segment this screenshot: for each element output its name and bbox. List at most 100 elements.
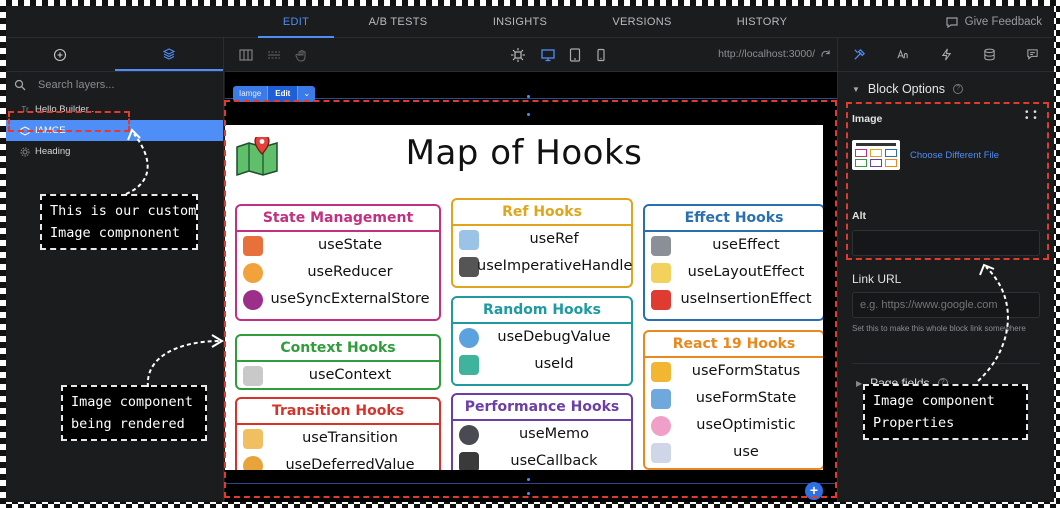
drag-handle-icon[interactable]: • •• • xyxy=(1025,107,1038,124)
hook-box-title: Ref Hooks xyxy=(453,200,631,226)
books-icon xyxy=(651,263,671,283)
layer-label: Hello Builder ... xyxy=(35,104,100,115)
magnifier-icon xyxy=(459,328,479,348)
resize-handle[interactable] xyxy=(527,478,530,481)
annotation-highlight-properties xyxy=(846,102,1049,260)
hook-box-state: State Management useState useReducer use… xyxy=(235,204,441,321)
plus-circle-icon xyxy=(54,48,67,61)
tab-edit[interactable]: EDIT xyxy=(258,6,334,38)
hook-item: useRef xyxy=(453,226,631,253)
tab-insights[interactable]: INSIGHTS xyxy=(492,16,548,28)
satellite-icon xyxy=(651,236,671,256)
layer-item-heading[interactable]: Heading xyxy=(6,141,223,162)
hook-item: useId xyxy=(453,351,631,378)
caret-down-icon: ▼ xyxy=(852,84,860,94)
hook-box-performance: Performance Hooks useMemo useCallback xyxy=(451,393,633,470)
hook-box-effect: Effect Hooks useEffect useLayoutEffect u… xyxy=(643,204,823,321)
tab-interactions[interactable] xyxy=(924,38,967,71)
block-boundary-bottom xyxy=(225,483,837,484)
add-block-button[interactable]: + xyxy=(805,482,823,500)
desktop-icon[interactable] xyxy=(541,48,555,62)
focus-icon[interactable] xyxy=(511,48,525,62)
divider xyxy=(852,363,1040,364)
map-title: Map of Hooks xyxy=(405,133,643,173)
remote-icon xyxy=(459,257,479,277)
funnel-icon xyxy=(243,263,263,283)
hook-item: useFormState xyxy=(645,385,823,412)
link-url-input[interactable] xyxy=(852,292,1040,318)
alt-text-input[interactable] xyxy=(852,230,1040,256)
edit-element-button[interactable]: Edit xyxy=(267,86,298,102)
hook-item: useCallback xyxy=(453,448,631,470)
left-panel-tabs xyxy=(6,38,223,72)
tab-data[interactable] xyxy=(968,38,1011,71)
hook-box-title: State Management xyxy=(237,206,439,232)
hook-item: useReducer xyxy=(237,259,439,286)
floppy-icon xyxy=(459,452,479,470)
choose-file-link[interactable]: Choose Different File xyxy=(910,150,1000,161)
hook-box-title: Random Hooks xyxy=(453,298,631,324)
hourglass-icon xyxy=(243,429,263,449)
give-feedback-button[interactable]: Give Feedback xyxy=(945,6,1042,38)
tab-style[interactable] xyxy=(838,38,881,71)
link-url-label: Link URL xyxy=(852,272,902,286)
gear-icon xyxy=(20,147,30,157)
hook-box-title: Effect Hooks xyxy=(645,206,823,232)
tab-add-blocks[interactable] xyxy=(6,38,115,71)
washer-icon xyxy=(651,443,671,463)
help-icon[interactable]: ? xyxy=(953,84,964,94)
search-input[interactable] xyxy=(38,79,198,91)
spacing-icon[interactable] xyxy=(267,48,281,62)
hook-item: useLayoutEffect xyxy=(645,259,823,286)
refresh-icon[interactable] xyxy=(820,49,831,60)
image-thumbnail[interactable] xyxy=(852,140,900,170)
tab-ab-tests[interactable]: A/B TESTS xyxy=(368,16,428,28)
tab-comments[interactable] xyxy=(1011,38,1054,71)
block-options-header[interactable]: ▼ Block Options ? xyxy=(852,82,964,96)
font-icon xyxy=(897,49,908,59)
record-icon xyxy=(243,290,263,310)
feedback-icon xyxy=(946,17,958,29)
hook-box-title: Context Hooks xyxy=(237,336,439,362)
chevron-down-icon[interactable]: ⌄ xyxy=(297,86,316,102)
block-boundary-top xyxy=(225,98,837,99)
preview-canvas: Iamge Edit ⌄ Map of Hooks State Manageme… xyxy=(225,72,837,502)
selected-element-tag: Iamge Edit ⌄ xyxy=(233,86,316,102)
rendered-image[interactable]: Map of Hooks State Management useState u… xyxy=(225,125,823,470)
mobile-icon[interactable] xyxy=(594,48,608,62)
preview-url: http://localhost:3000/ xyxy=(718,48,815,60)
properties-tabs xyxy=(838,38,1054,72)
lightning-icon xyxy=(941,48,951,61)
annotation-custom-component: This is our custom Image compnonent xyxy=(40,194,198,250)
resize-handle[interactable] xyxy=(527,95,530,98)
hook-box-title: React 19 Hooks xyxy=(645,332,823,358)
hook-item: useFormStatus xyxy=(645,358,823,385)
map-pin-icon xyxy=(236,137,278,177)
hook-box-transition: Transition Hooks useTransition useDeferr… xyxy=(235,397,441,470)
anchor-icon xyxy=(459,230,479,250)
layer-item-hello-builder[interactable]: Tr Hello Builder ... xyxy=(6,99,223,120)
caret-right-icon: ▶ xyxy=(856,378,863,388)
hook-item: useContext xyxy=(237,362,439,389)
columns-icon[interactable] xyxy=(239,48,253,62)
tools-icon xyxy=(854,49,866,60)
tab-versions[interactable]: VERSIONS xyxy=(612,16,672,28)
resize-handle[interactable] xyxy=(527,492,530,495)
hand-icon[interactable] xyxy=(295,48,309,62)
resize-handle[interactable] xyxy=(527,113,530,116)
hook-item: useOptimistic xyxy=(645,412,823,439)
tab-typography[interactable] xyxy=(881,38,924,71)
annotation-arrow xyxy=(977,263,1009,382)
tablet-icon[interactable] xyxy=(568,48,582,62)
hook-box-context: Context Hooks useContext xyxy=(235,334,441,390)
snail-icon xyxy=(243,456,263,470)
tab-layers[interactable] xyxy=(114,38,223,71)
hook-item: useEffect xyxy=(645,232,823,259)
element-name-tag[interactable]: Iamge xyxy=(233,86,268,102)
hook-box-title: Performance Hooks xyxy=(453,395,631,421)
envelope-check-icon xyxy=(651,362,671,382)
hook-item: useSyncExternalStore xyxy=(237,286,439,313)
tab-history[interactable]: HISTORY xyxy=(736,16,788,28)
annotation-highlight-canvas xyxy=(224,100,837,498)
search-icon xyxy=(14,79,26,91)
